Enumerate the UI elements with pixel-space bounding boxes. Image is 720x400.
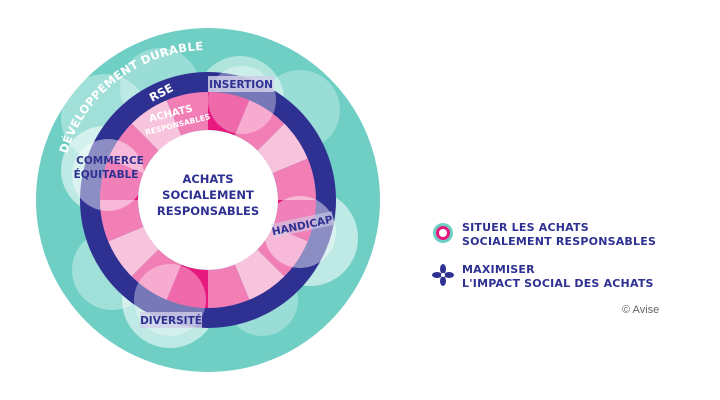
legend-item-maximiser: MAXIMISER L'IMPACT SOCIAL DES ACHATS <box>462 263 654 291</box>
ring-segment <box>166 264 208 308</box>
responsible-purchasing-ring <box>100 92 316 308</box>
ring-highlight-left <box>72 139 144 211</box>
diversite-label-bg <box>140 312 202 328</box>
legend-item-maximiser-line2: L'IMPACT SOCIAL DES ACHATS <box>462 277 654 290</box>
credit: © Avise <box>622 304 660 316</box>
ring-segment <box>234 249 285 300</box>
legend-item-situer-line2: SOCIALEMENT RESPONSABLES <box>462 235 657 248</box>
ring-segment <box>234 100 285 151</box>
ring-segment <box>108 226 159 277</box>
ring-segment <box>108 123 159 174</box>
ring-segment <box>208 92 250 136</box>
center-title-2: SOCIALEMENT <box>162 188 254 202</box>
ring-segment <box>272 158 316 200</box>
center-title-1: ACHATS <box>182 172 233 186</box>
insertion-label: INSERTION <box>209 79 273 91</box>
legend-item-situer: SITUER LES ACHATS SOCIALEMENT RESPONSABL… <box>462 221 656 249</box>
ring-segment <box>208 264 250 308</box>
center-title-3: RESPONSABLES <box>157 204 259 218</box>
ring-segment <box>257 123 308 174</box>
ring-segment <box>100 158 144 200</box>
center-disk <box>138 130 278 270</box>
ring-segment <box>257 226 308 277</box>
handicap-label-bg <box>271 211 335 238</box>
commerce-label-1: COMMERCE <box>76 155 144 167</box>
ring-segment <box>131 249 182 300</box>
ring-segment <box>166 92 208 136</box>
legend-item-maximiser-line1: MAXIMISER <box>462 263 535 276</box>
ring-segment <box>131 100 182 151</box>
legend-item-situer-line1: SITUER LES ACHATS <box>462 221 589 234</box>
commerce-label-2: ÉQUITABLE <box>74 168 139 181</box>
insertion-label-bg <box>208 76 274 92</box>
propeller-icon <box>432 264 454 286</box>
ring-segment <box>100 200 144 242</box>
diversite-label: DIVERSITÉ <box>140 314 202 327</box>
target-circle-icon <box>433 223 453 243</box>
